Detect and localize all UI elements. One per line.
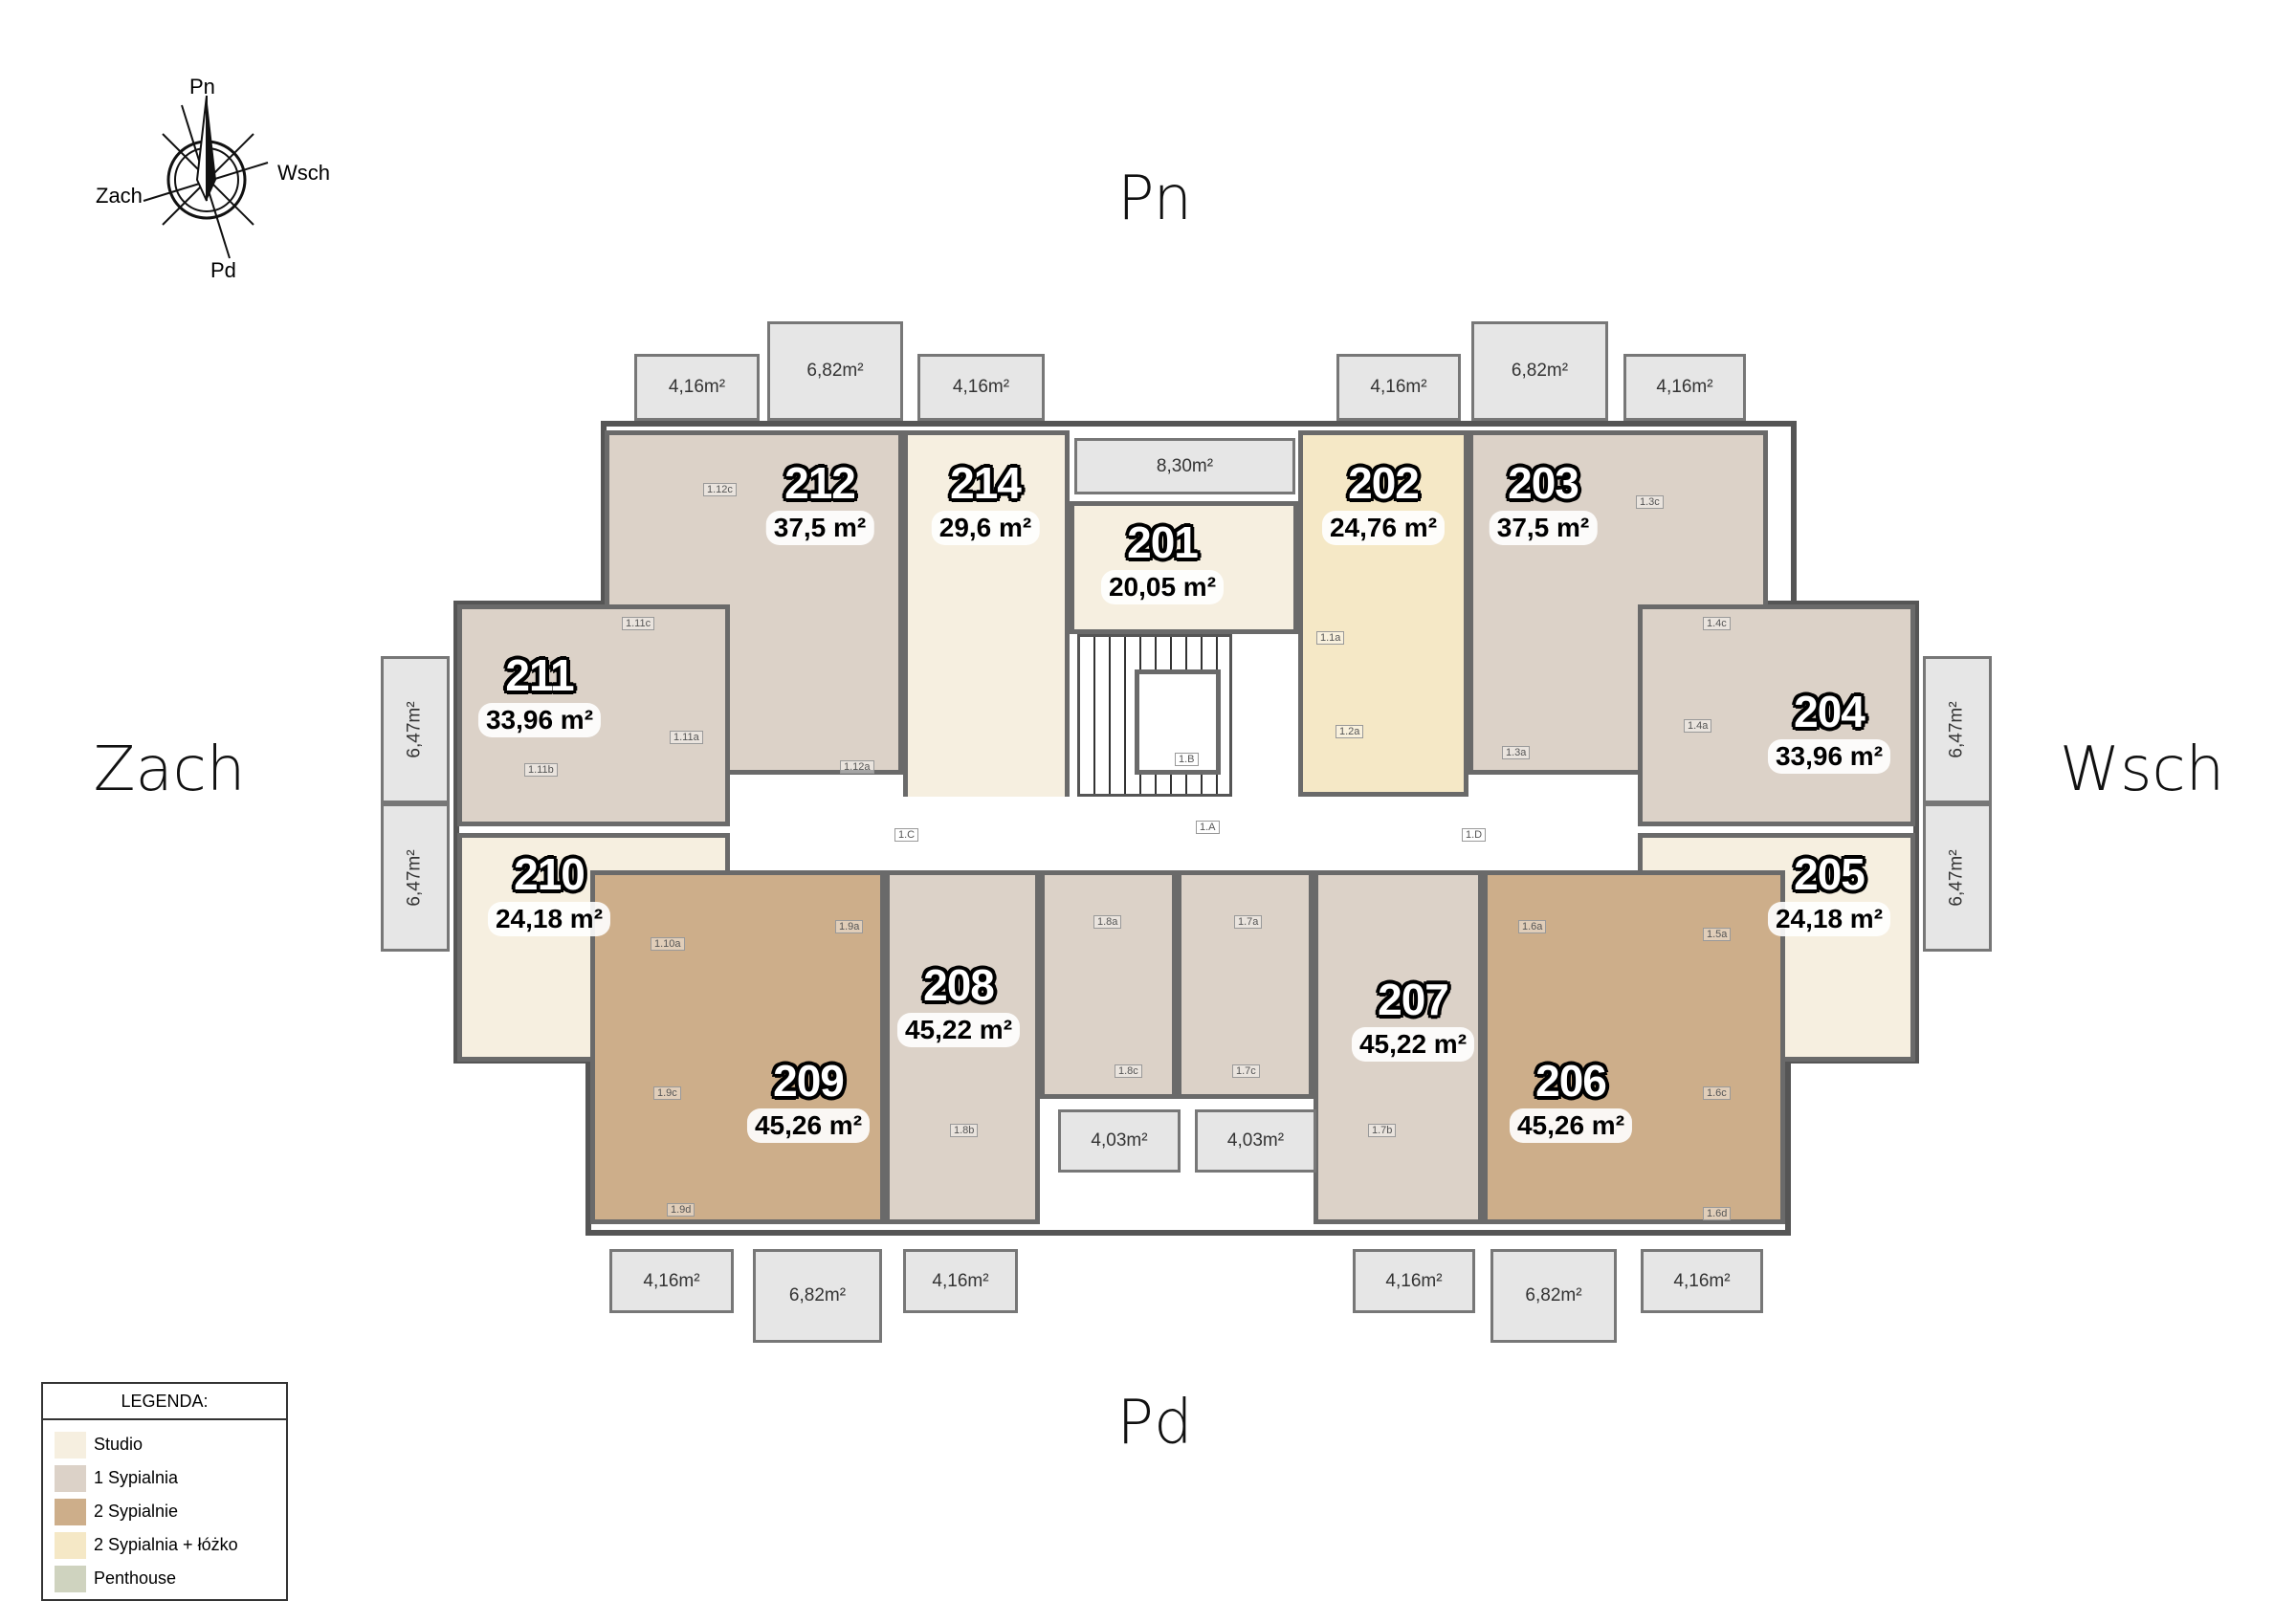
room-code: 1.7a (1234, 915, 1263, 929)
legend-title: LEGENDA: (43, 1384, 286, 1420)
balcony: 6,82m² (1490, 1249, 1617, 1343)
room-code: 1.6d (1703, 1207, 1732, 1220)
room-code: 1.3c (1636, 495, 1664, 509)
direction-east: Wsch (2059, 735, 2225, 805)
room-code: 1.10a (651, 937, 685, 951)
apartment-203-area (1468, 430, 1768, 775)
balcony: 4,16m² (634, 354, 760, 421)
apartment-206-area (1483, 870, 1785, 1224)
legend: LEGENDA: Studio 1 Sypialnia 2 Sypialnie … (41, 1382, 288, 1601)
compass-west-label: Zach (96, 184, 143, 208)
room-code: 1.4c (1703, 617, 1731, 630)
room-code: 1.8a (1093, 915, 1122, 929)
balcony: 6,82m² (767, 321, 903, 421)
room-code: 1.9c (653, 1086, 681, 1100)
room-code: 1.9a (835, 920, 864, 933)
corridor (730, 797, 1638, 870)
room-code: 1.1a (1316, 631, 1345, 645)
room-code: 1.8c (1115, 1064, 1142, 1078)
room-code: 1.12a (840, 760, 874, 774)
room-code: 1.11a (670, 731, 703, 744)
legend-item-2-sypialnie: 2 Sypialnie (43, 1495, 286, 1528)
room-code: 1.11b (524, 763, 558, 777)
balcony: 4,16m² (903, 1249, 1018, 1313)
room-code: 1.6a (1518, 920, 1547, 933)
direction-south: Pd (1116, 1388, 1193, 1459)
room-code: 1.A (1196, 821, 1220, 834)
direction-west: Zach (93, 735, 246, 805)
legend-swatch (55, 1464, 86, 1492)
legend-item-studio: Studio (43, 1428, 286, 1461)
room-code: 1.11c (622, 617, 655, 630)
room-code: 1.4a (1684, 719, 1712, 733)
balcony: 6,82m² (1471, 321, 1608, 421)
balcony: 6,47m² (381, 656, 450, 803)
legend-item-1-sypialnia: 1 Sypialnia (43, 1461, 286, 1495)
balcony: 4,16m² (1641, 1249, 1763, 1313)
room-1-8 (1040, 870, 1177, 1099)
legend-item-2-sypialnia-lozko: 2 Sypialnia + łóżko (43, 1528, 286, 1562)
balcony: 6,47m² (1923, 656, 1992, 803)
room-code: 1.6c (1703, 1086, 1731, 1100)
room-code: 1.5a (1703, 928, 1732, 941)
compass-east-label: Wsch (277, 161, 330, 185)
apartment-214-area (903, 430, 1070, 803)
room-code: 1.7c (1232, 1064, 1260, 1078)
legend-item-penthouse: Penthouse (43, 1562, 286, 1595)
apartment-202-area (1298, 430, 1468, 797)
balcony: 4,16m² (609, 1249, 734, 1313)
compass-icon (143, 95, 269, 259)
legend-swatch (55, 1431, 86, 1459)
room-code: 1.B (1175, 753, 1199, 766)
direction-north: Pn (1116, 164, 1193, 234)
room-code: 1.7b (1368, 1124, 1397, 1137)
legend-swatch (55, 1565, 86, 1592)
balcony: 6,82m² (753, 1249, 882, 1343)
balcony: 6,47m² (1923, 803, 1992, 952)
balcony: 4,16m² (1353, 1249, 1475, 1313)
compass-rose: Pn Zach Wsch Pd (86, 67, 354, 306)
room-code: 1.3a (1502, 746, 1531, 759)
room-code: 1.2a (1336, 725, 1364, 738)
balcony: 6,47m² (381, 803, 450, 952)
balcony: 4,16m² (1623, 354, 1746, 421)
balcony: 4,03m² (1195, 1109, 1316, 1173)
balcony: 4,16m² (1336, 354, 1461, 421)
apartment-201-area (1070, 501, 1298, 634)
elevator-shaft (1135, 669, 1221, 775)
legend-swatch (55, 1531, 86, 1559)
room-code: 1.D (1462, 828, 1487, 842)
balcony: 4,16m² (917, 354, 1045, 421)
room-code: 1.12c (703, 483, 737, 496)
compass-south-label: Pd (210, 258, 236, 282)
legend-swatch (55, 1498, 86, 1525)
room-code: 1.9d (667, 1203, 695, 1217)
room-code: 1.C (894, 828, 919, 842)
balcony: 4,03m² (1058, 1109, 1181, 1173)
balcony: 8,30m² (1074, 438, 1295, 494)
compass-north-label: Pn (189, 75, 215, 99)
apartment-204-area (1638, 604, 1915, 826)
room-1-7 (1177, 870, 1314, 1099)
apartment-208-area (885, 870, 1040, 1224)
room-code: 1.8b (950, 1124, 979, 1137)
